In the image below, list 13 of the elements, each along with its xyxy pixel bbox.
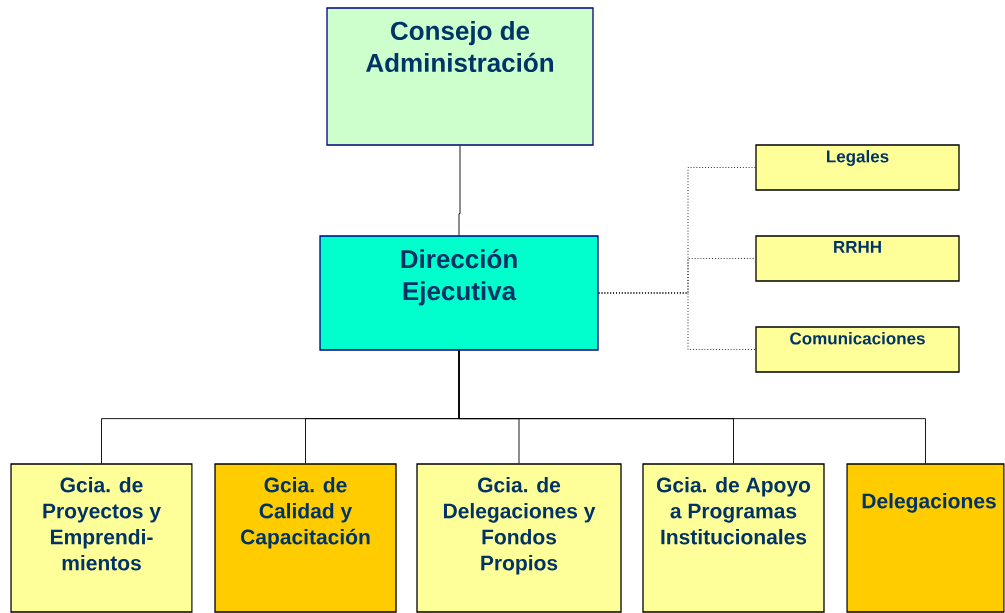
connector-line	[458, 350, 926, 464]
department-box: Gcia. de Calidad y Capacitación	[214, 463, 397, 613]
connector-line	[458, 145, 461, 236]
department-box: Gcia. de Delegaciones y Fondos Propios	[416, 463, 622, 613]
staff-box: Comunicaciones	[755, 326, 960, 373]
staff-box: Legales	[755, 144, 960, 191]
executive-box: Dirección Ejecutiva	[319, 235, 599, 351]
department-box: Delegaciones	[846, 463, 1005, 613]
staff-box: RRHH	[755, 235, 960, 282]
department-box: Gcia. de Proyectos y Emprendi- mientos	[10, 463, 193, 613]
connector-line	[598, 292, 756, 350]
board-box: Consejo de Administración	[326, 7, 594, 146]
department-box: Gcia. de Apoyo a Programas Institucionales	[642, 463, 825, 613]
